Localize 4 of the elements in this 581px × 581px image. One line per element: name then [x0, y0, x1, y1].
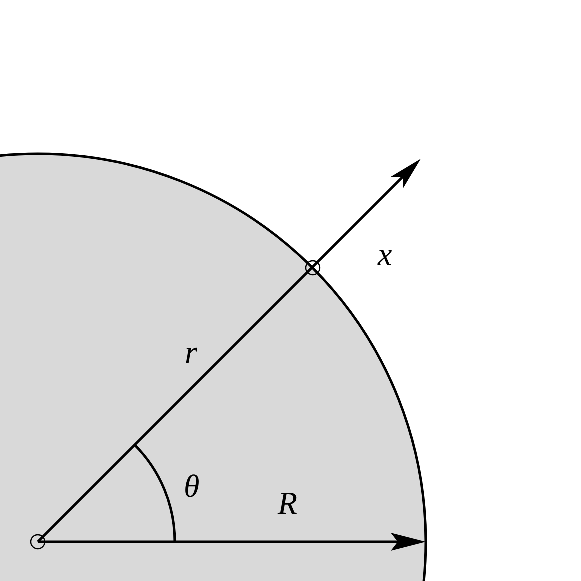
radius-label: r: [185, 336, 198, 368]
axis-label: x: [378, 238, 392, 270]
angle-label: θ: [184, 470, 200, 502]
radius-label: R: [278, 487, 298, 519]
